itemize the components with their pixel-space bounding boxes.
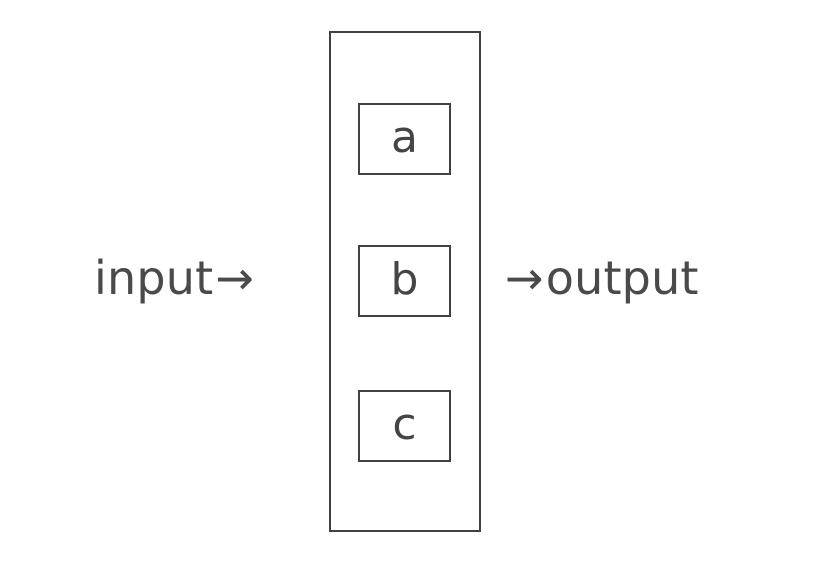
output-label: →output xyxy=(503,255,699,301)
stage-label-a: a xyxy=(391,112,418,163)
stage-box-a[interactable]: a xyxy=(358,103,451,175)
stage-label-b: b xyxy=(390,254,419,305)
input-arrow-icon: → xyxy=(215,251,255,305)
stage-box-b[interactable]: b xyxy=(358,245,451,317)
output-label-text: output xyxy=(545,251,699,305)
stage-box-c[interactable]: c xyxy=(358,390,451,462)
input-label: input→ xyxy=(94,255,256,301)
stage-label-c: c xyxy=(392,399,417,450)
pipeline-container xyxy=(329,31,481,532)
input-label-text: input xyxy=(94,251,214,305)
output-arrow-icon: → xyxy=(505,251,544,305)
